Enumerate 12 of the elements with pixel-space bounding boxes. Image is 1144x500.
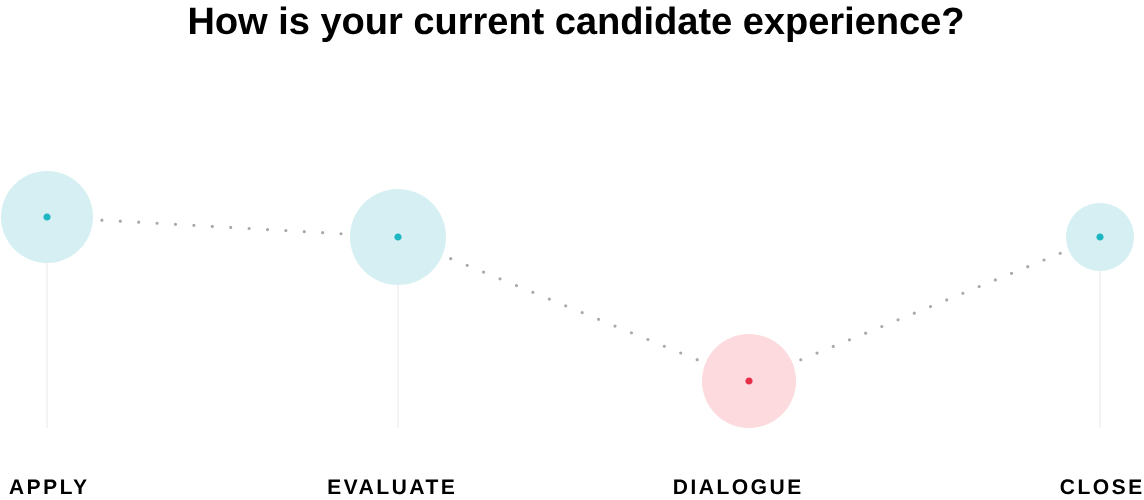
bubble [350, 189, 446, 285]
dotted-line [799, 251, 1062, 362]
stage-label: APPLY [9, 479, 87, 494]
stage-label: CLOSE [1060, 479, 1142, 495]
bubble [1066, 203, 1134, 271]
stage-label: DIALOGUE [674, 479, 801, 495]
title: How is your current candidate experience? [190, 6, 963, 42]
stage-label: EVALUATE [328, 479, 454, 495]
bubble [702, 334, 796, 428]
dotted-line [100, 218, 343, 236]
dotted-line [449, 257, 699, 362]
bubble [1, 171, 93, 263]
